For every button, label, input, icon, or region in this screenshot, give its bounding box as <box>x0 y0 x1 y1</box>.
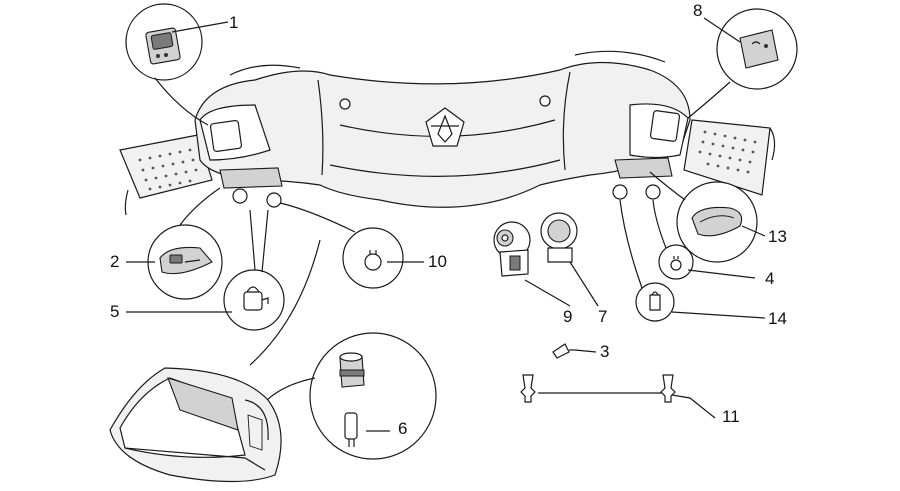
callout-10: 10 <box>428 252 447 271</box>
part-5-bulb-detail <box>223 209 285 331</box>
part-3-bulb <box>552 343 575 359</box>
part-4-bulb-detail <box>652 199 694 280</box>
piaggio-emblem-icon <box>425 107 465 147</box>
callout-5: 5 <box>110 302 120 321</box>
part-14-bulb-detail <box>619 199 675 322</box>
part-7-socket-ring <box>540 212 578 263</box>
part-1-switch-detail <box>125 3 209 126</box>
part-8-switch-detail <box>687 8 798 119</box>
callout-7: 7 <box>598 307 608 326</box>
part-11-clips <box>520 374 676 403</box>
right-grip <box>683 119 776 196</box>
callout-3: 3 <box>600 342 610 361</box>
callout-1: 1 <box>229 13 239 32</box>
part-13-lens-detail <box>649 171 758 263</box>
left-grip <box>119 134 213 216</box>
callout-6: 6 <box>398 419 408 438</box>
callout-9: 9 <box>563 307 573 326</box>
instrument-housing <box>109 239 321 483</box>
callout-11: 11 <box>722 407 740 426</box>
callout-14: 14 <box>768 309 787 328</box>
callout-13: 13 <box>768 227 787 246</box>
part-9-socket <box>493 221 531 277</box>
callout-4: 4 <box>765 269 775 288</box>
part-10-bulb-detail <box>279 202 404 289</box>
callout-2: 2 <box>110 252 120 271</box>
callout-8: 8 <box>693 1 703 20</box>
part-2-lens-detail <box>147 187 223 300</box>
leader-lines <box>126 17 766 432</box>
part-6-detail <box>261 332 437 460</box>
